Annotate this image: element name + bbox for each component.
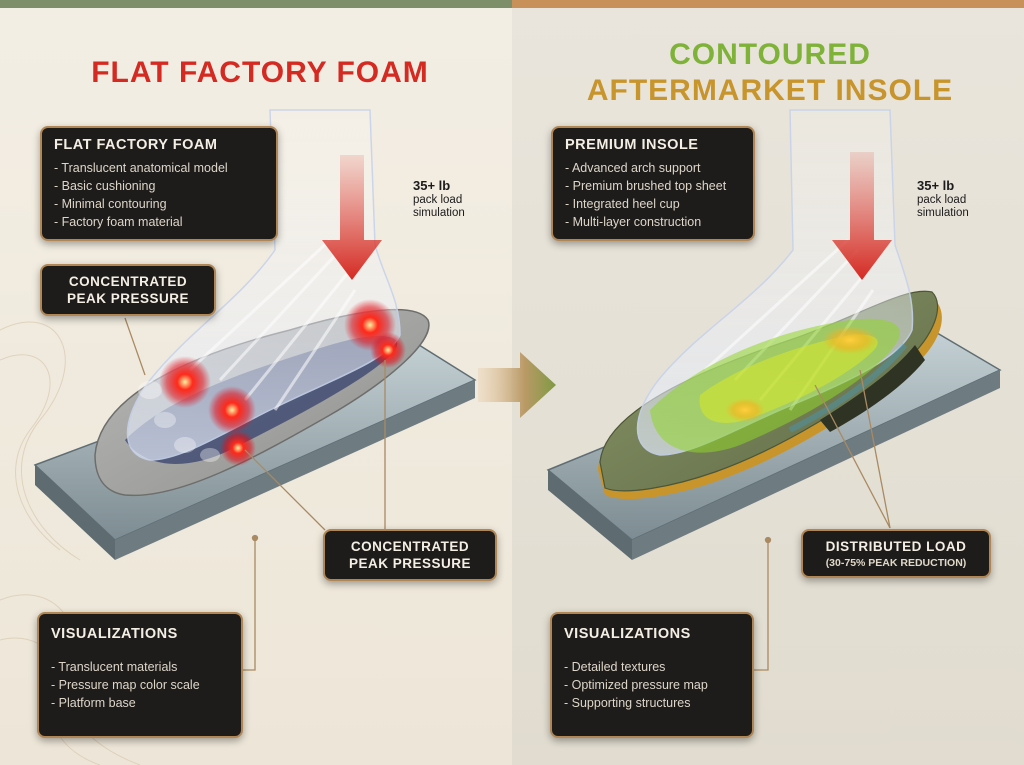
left-load-value: 35+ lb (413, 178, 451, 193)
left-load-line1: pack load (413, 194, 463, 206)
left-spec-box: FLAT FACTORY FOAM - Translucent anatomic… (40, 126, 278, 241)
right-visualizations-box: VISUALIZATIONS - Detailed textures - Opt… (550, 612, 754, 738)
right-load-line1: pack load (917, 194, 967, 206)
left-callout-bottom-line1: CONCENTRATED (350, 539, 470, 554)
right-vis-heading: VISUALIZATIONS (564, 626, 691, 642)
right-vis-item: - Supporting structures (564, 696, 691, 710)
left-spec-item: - Translucent anatomical model (54, 161, 228, 175)
left-peak-pressure-callout-top: CONCENTRATED PEAK PRESSURE (40, 264, 216, 316)
left-load-arrow (322, 155, 382, 280)
right-vis-item: - Detailed textures (564, 660, 666, 674)
left-visualizations-box: VISUALIZATIONS - Translucent materials -… (37, 612, 243, 738)
right-distributed-load-callout: DISTRIBUTED LOAD (30-75% PEAK REDUCTION) (801, 529, 991, 578)
left-callout-top-line1: CONCENTRATED (68, 274, 188, 289)
right-top-accent-bar (512, 0, 1024, 8)
right-distributed-pressure-map (650, 318, 908, 453)
right-vis-item: - Optimized pressure map (564, 678, 708, 692)
left-vis-heading: VISUALIZATIONS (51, 626, 178, 642)
right-load-arrow (832, 152, 892, 280)
left-load-line2: simulation (413, 207, 465, 219)
transition-arrow (478, 352, 556, 418)
left-vis-item: - Translucent materials (51, 660, 178, 674)
left-title: FLAT FACTORY FOAM (91, 56, 429, 89)
right-callout-line1: DISTRIBUTED LOAD (825, 539, 967, 554)
left-vis-item: - Pressure map color scale (51, 678, 200, 692)
left-spec-item: - Minimal contouring (54, 197, 167, 211)
left-vis-item: - Platform base (51, 696, 136, 710)
left-spec-item: - Factory foam material (54, 215, 183, 229)
right-spec-heading: PREMIUM INSOLE (565, 137, 699, 153)
left-load-label: 35+ lb pack load simulation (413, 178, 465, 220)
right-spec-box: PREMIUM INSOLE - Advanced arch support -… (551, 126, 755, 241)
right-spec-item: - Advanced arch support (565, 161, 701, 175)
left-spec-item: - Basic cushioning (54, 179, 156, 193)
right-load-label: 35+ lb pack load simulation (917, 178, 969, 220)
right-spec-item: - Integrated heel cup (565, 197, 680, 211)
left-peak-pressure-callout-bottom: CONCENTRATED PEAK PRESSURE (323, 529, 497, 581)
right-load-line2: simulation (917, 207, 969, 219)
right-callout-sub: (30-75% PEAK REDUCTION) (825, 557, 967, 569)
right-spec-item: - Premium brushed top sheet (565, 179, 727, 193)
left-callout-bottom-line2: PEAK PRESSURE (348, 556, 472, 571)
left-top-accent-bar (0, 0, 512, 8)
left-callout-top-line2: PEAK PRESSURE (66, 291, 190, 306)
right-spec-item: - Multi-layer construction (565, 215, 702, 229)
right-title-line1: CONTOURED (669, 38, 871, 71)
left-spec-heading: FLAT FACTORY FOAM (54, 137, 218, 153)
left-peak-pressure-hotspots (159, 299, 406, 466)
right-load-value: 35+ lb (917, 178, 955, 193)
right-title-line2: AFTERMARKET INSOLE (586, 74, 954, 107)
